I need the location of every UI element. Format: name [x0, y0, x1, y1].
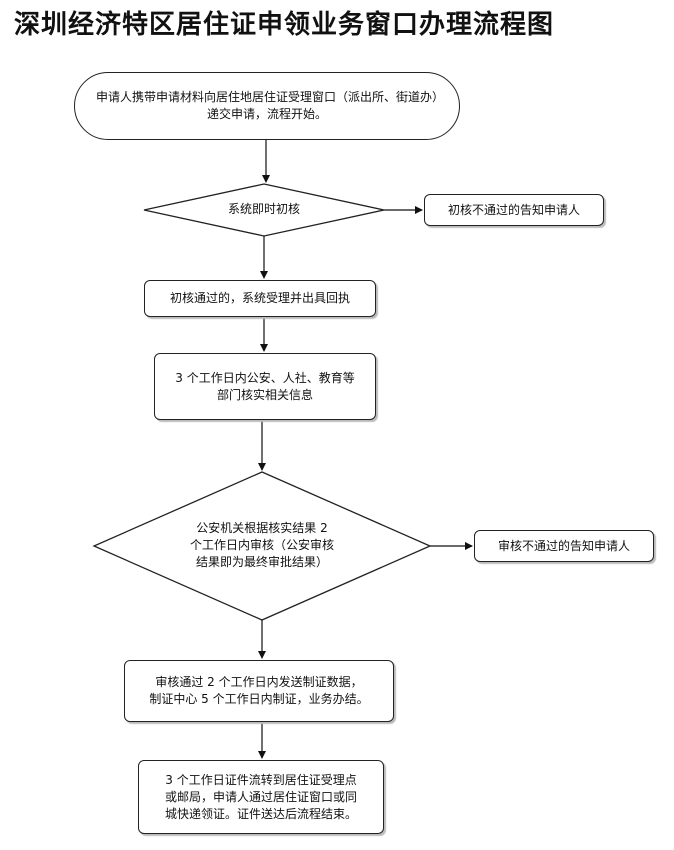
step-deliver-line1: 3 个工作日证件流转到居住证受理点	[165, 772, 357, 787]
step-review-text: 公安机关根据核实结果 2 个工作日内审核（公安审核 结果即为最终审批结果）	[172, 520, 352, 571]
step-reject1-text: 初核不通过的告知申请人	[447, 202, 580, 217]
step-produce: 审核通过 2 个工作日内发送制证数据， 制证中心 5 个工作日内制证，业务办结。	[124, 660, 394, 722]
step-start-text: 申请人携带申请材料向居住地居住证受理窗口（派出所、街道办）递交申请，流程开始。	[95, 90, 438, 121]
step-verify: 3 个工作日内公安、人社、教育等 部门核实相关信息	[154, 353, 376, 420]
page-title: 深圳经济特区居住证申领业务窗口办理流程图	[14, 10, 555, 40]
step-reject1: 初核不通过的告知申请人	[424, 194, 604, 226]
step-accept: 初核通过的，系统受理并出具回执	[144, 280, 376, 317]
step-deliver-line3: 城快递领证。证件送达后流程结束。	[164, 806, 357, 821]
step-review-line1: 公安机关根据核实结果 2	[196, 521, 328, 535]
step-accept-text: 初核通过的，系统受理并出具回执	[169, 291, 350, 305]
step-verify-line2: 部门核实相关信息	[216, 387, 313, 402]
step-deliver: 3 个工作日证件流转到居住证受理点 或邮局，申请人通过居住证窗口或同 城快递领证…	[138, 760, 384, 834]
step-reject2-text: 审核不通过的告知申请人	[497, 538, 630, 553]
step-start: 申请人携带申请材料向居住地居住证受理窗口（派出所、街道办）递交申请，流程开始。	[74, 72, 460, 140]
step-reject2: 审核不通过的告知申请人	[474, 530, 654, 562]
step-verify-line1: 3 个工作日内公安、人社、教育等	[175, 370, 355, 385]
step-deliver-line2: 或邮局，申请人通过居住证窗口或同	[164, 789, 357, 804]
step-review-line3: 结果即为最终审批结果）	[195, 555, 328, 569]
step-review-line2: 个工作日内审核（公安审核	[189, 538, 334, 552]
step-produce-line1: 审核通过 2 个工作日内发送制证数据，	[155, 675, 363, 689]
step-produce-line2: 制证中心 5 个工作日内制证，业务办结。	[149, 692, 369, 706]
step-check1-text: 系统即时初核	[227, 202, 300, 216]
